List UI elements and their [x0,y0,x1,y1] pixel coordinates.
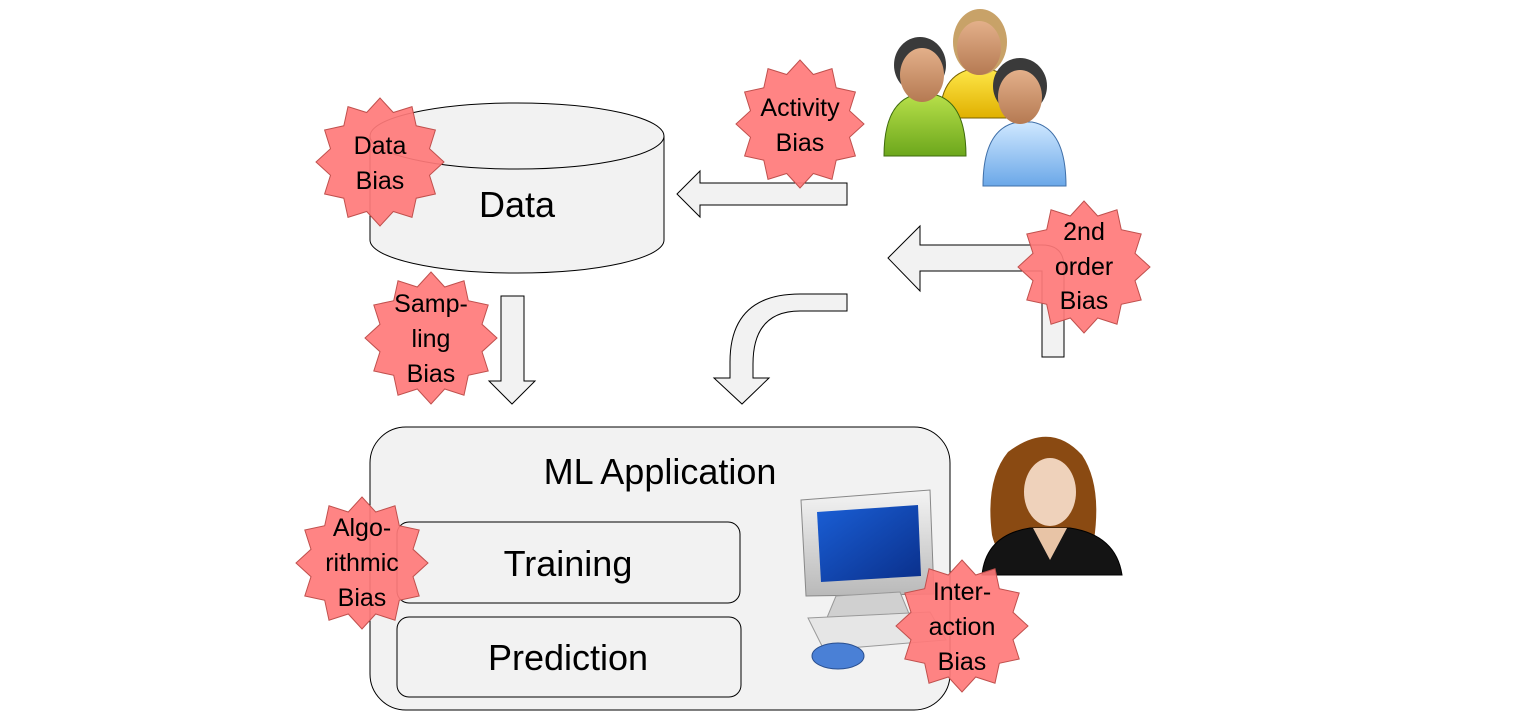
data-store-cylinder: Data [369,102,665,274]
arrow-data-to-ml [487,295,537,405]
woman-user-icon [981,436,1123,576]
bias-label-line: Data [354,132,407,160]
bias-badge-interaction: Inter- action Bias [895,559,1029,693]
bias-label-line: ling [412,325,451,353]
data-store-label: Data [479,184,556,225]
bias-label-line: Bias [938,648,987,676]
bias-label-line: 2nd [1063,218,1105,246]
bias-label-line: Inter- [933,578,991,606]
training-box: Training [396,521,741,604]
bias-label-line: Samp- [394,290,468,318]
users-group-icon [883,9,1067,187]
bias-badge-activity: Activity Bias [735,59,865,189]
bias-label-line: Bias [1060,287,1109,315]
arrow-curved-to-ml [712,293,848,405]
bias-label-line: rithmic [325,549,399,577]
arrow-users-to-data [676,169,848,219]
bias-label-line: order [1055,253,1113,281]
bias-badge-sampling: Samp- ling Bias [364,271,498,405]
bias-badge-data: Data Bias [315,97,445,227]
bias-badge-second-order: 2nd order Bias [1017,200,1151,334]
computer-icon [800,489,947,670]
bias-label-line: Bias [776,129,825,157]
bias-label-line: Bias [338,584,387,612]
training-label: Training [504,543,633,584]
ml-application-label: ML Application [544,451,777,492]
bias-label-line: Algo- [333,514,391,542]
bias-badge-algorithmic: Algo- rithmic Bias [295,496,429,630]
bias-label-line: action [929,613,996,641]
bias-label-line: Bias [407,360,456,388]
bias-label-line: Activity [760,94,840,122]
bias-label-line: Bias [356,167,405,195]
prediction-box: Prediction [396,616,742,698]
prediction-label: Prediction [488,637,648,678]
